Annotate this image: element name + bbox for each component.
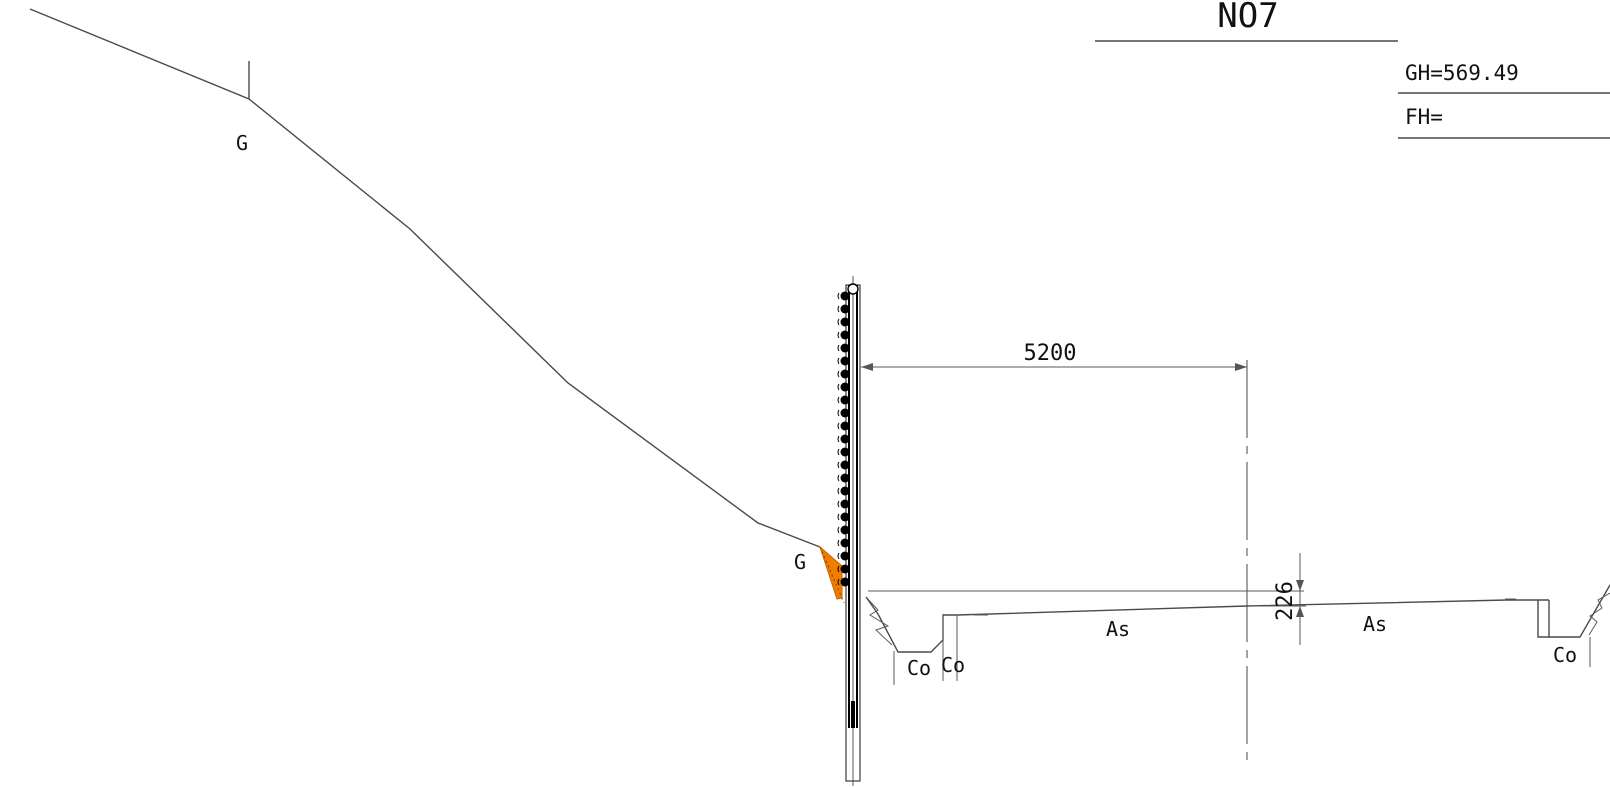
concrete-label-left-1: Co — [907, 656, 931, 680]
left-gutter-stone-pitching — [865, 596, 893, 646]
anchor-chain-dot — [840, 369, 850, 379]
dimension-value-5200: 5200 — [1024, 341, 1077, 366]
anchor-chain-dot — [840, 447, 850, 457]
anchor-chain-dot — [840, 421, 850, 431]
anchor-chain-link — [837, 383, 840, 391]
excavation-hatch-area — [818, 545, 843, 600]
anchor-chain-link — [837, 448, 840, 456]
right-gutter-profile — [1548, 584, 1610, 638]
anchor-chain-link — [837, 461, 840, 469]
pile-tip-marker — [851, 701, 855, 728]
anchor-chain-dot — [840, 291, 850, 301]
anchor-chain-link — [837, 292, 840, 300]
concrete-label-right: Co — [1553, 643, 1577, 667]
right-gutter-stone-pitching — [1588, 592, 1610, 636]
hatch-boundary-line — [819, 546, 845, 604]
anchor-chain-dot — [840, 395, 850, 405]
dimension-arrow-right — [1235, 363, 1247, 371]
right-gutter: Co — [1537, 584, 1610, 667]
anchor-chain-link — [837, 422, 840, 430]
formation-height-label: FH= — [1405, 105, 1443, 129]
anchor-chain-dot — [840, 577, 850, 587]
anchor-chain-link — [837, 578, 840, 586]
dimension-arrow-left — [861, 363, 873, 371]
anchor-chain-dot — [840, 434, 850, 444]
section-number: NO7 — [1217, 0, 1278, 36]
anchor-chain-dot — [840, 343, 850, 353]
anchor-chain-dot — [840, 486, 850, 496]
vertical-dimension: 226 — [1248, 553, 1306, 645]
anchor-chain-dot — [840, 473, 850, 483]
ground-label-upper: G — [236, 131, 248, 155]
right-gutter-inner-wall — [1537, 600, 1549, 638]
anchor-chain-link — [837, 487, 840, 495]
anchor-chain-dot — [840, 512, 850, 522]
anchor-chain-dot — [840, 356, 850, 366]
anchor-chain-link — [837, 500, 840, 508]
asphalt-label-right: As — [1363, 612, 1387, 636]
ground-height-label: GH=569.49 — [1405, 61, 1519, 85]
anchor-chain-dot — [840, 460, 850, 470]
anchor-chain-link — [837, 344, 840, 352]
anchor-chain-dot — [840, 538, 850, 548]
anchor-chain-link — [837, 357, 840, 365]
anchor-chain-link — [837, 370, 840, 378]
ground-label-lower: G — [794, 550, 806, 574]
asphalt-label-left: As — [1106, 617, 1130, 641]
anchor-chain-dot — [840, 525, 850, 535]
road-surface-line — [956, 599, 1508, 616]
anchor-chain-link — [837, 435, 840, 443]
anchor-chain-link — [837, 331, 840, 339]
anchor-chain-dot — [840, 382, 850, 392]
anchor-chain — [837, 291, 850, 587]
anchor-chain-link — [837, 409, 840, 417]
anchor-chain-dot — [840, 304, 850, 314]
concrete-label-left-2: Co — [941, 653, 965, 677]
anchor-chain-dot — [840, 330, 850, 340]
anchor-chain-link — [837, 318, 840, 326]
left-gutter: Co Co — [865, 596, 965, 685]
dimension-value-226: 226 — [1273, 581, 1298, 621]
dimension-arrow-top — [1296, 580, 1304, 591]
anchor-chain-link — [837, 565, 840, 573]
anchor-chain-dot — [840, 564, 850, 574]
anchor-chain-link — [837, 396, 840, 404]
anchor-chain-dot — [840, 499, 850, 509]
anchor-chain-dot — [840, 317, 850, 327]
pile-head-marker — [847, 283, 859, 295]
anchor-chain-link — [837, 526, 840, 534]
anchor-chain-link — [837, 552, 840, 560]
anchor-chain-dot — [840, 551, 850, 561]
anchor-chain-link — [837, 513, 840, 521]
anchor-chain-link — [837, 305, 840, 313]
retaining-pile-assembly — [837, 276, 861, 786]
horizontal-dimension: 5200 — [861, 341, 1248, 372]
ground-profile-line — [29, 8, 821, 548]
anchor-chain-link — [837, 474, 840, 482]
anchor-chain-dot — [840, 408, 850, 418]
dimension-arrow-bottom — [1296, 606, 1304, 617]
anchor-chain-link — [837, 539, 840, 547]
